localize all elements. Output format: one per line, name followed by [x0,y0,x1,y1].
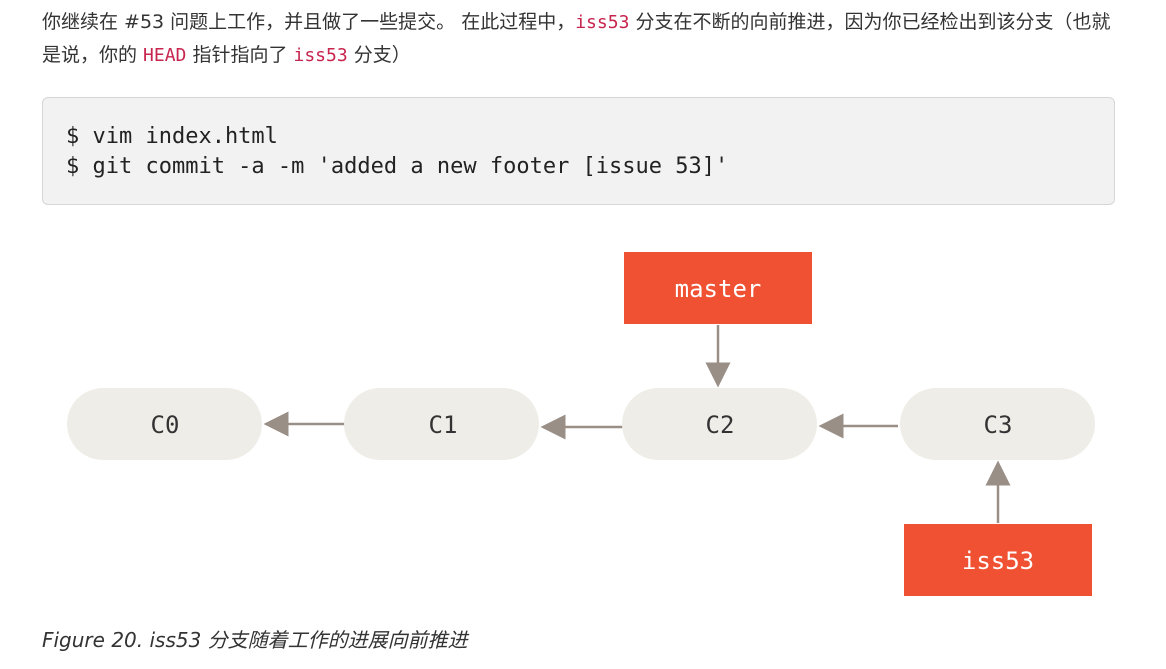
branch-labels: master iss53 [624,252,1092,596]
commit-label-c1: C1 [429,411,458,439]
branch-box-iss53 [904,524,1092,596]
commit-node-c1 [344,388,539,460]
code-line-2: $ git commit -a -m 'added a new footer [… [66,154,729,179]
commit-node-c2 [622,388,817,460]
branch-box-master [624,252,812,324]
code-block: $ vim index.html $ git commit -a -m 'add… [42,97,1115,205]
branch-label-iss53: iss53 [962,547,1034,575]
inline-code-head: HEAD [143,45,187,66]
commit-nodes: C0 C1 C2 C3 [67,388,1095,460]
paragraph-text-2: 分支在不断的向前推进，因为你已经检出到该分支（也就是说，你的 [42,11,1111,66]
branch-label-master: master [675,275,762,303]
description-paragraph: 你继续在 #53 问题上工作，并且做了一些提交。 在此过程中，iss53 分支在… [42,6,1122,72]
paragraph-text-1: 你继续在 #53 问题上工作，并且做了一些提交。 在此过程中， [42,11,576,33]
inline-code-iss53-2: iss53 [293,45,348,66]
commit-label-c2: C2 [706,411,735,439]
paragraph-text-3: 指针指向了 [186,44,294,66]
commit-arrows [263,325,1011,523]
commit-label-c3: C3 [984,411,1013,439]
paragraph-text-4: 分支） [347,44,411,66]
code-line-1: $ vim index.html [66,124,278,149]
inline-code-iss53: iss53 [575,12,630,33]
commit-node-c3 [900,388,1095,460]
commit-label-c0: C0 [151,411,180,439]
figure-caption: Figure 20. iss53 分支随着工作的进展向前推进 [42,628,468,652]
commit-node-c0 [67,388,262,460]
